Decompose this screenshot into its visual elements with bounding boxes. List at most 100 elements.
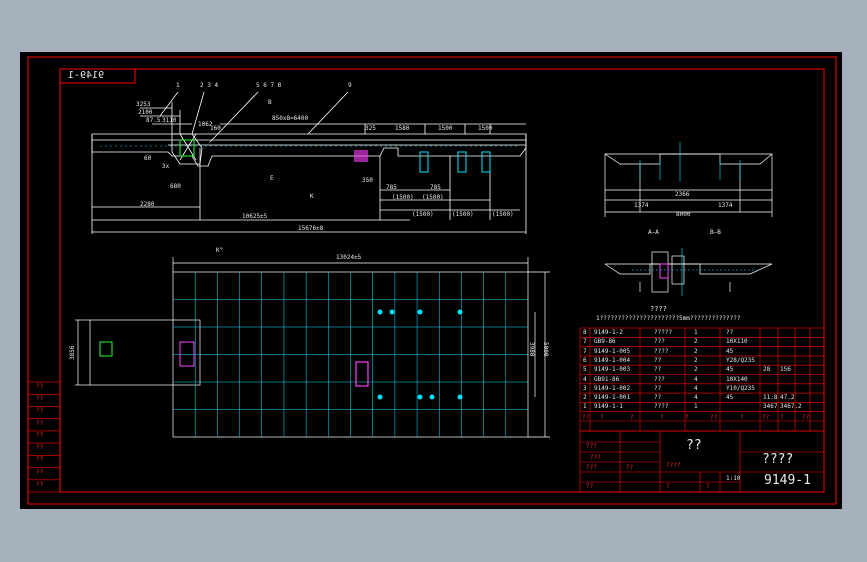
dim-1580: 1580 [395, 125, 410, 132]
bom-cell-material: 45 [726, 347, 734, 355]
title-block-cell: ?? [626, 464, 634, 471]
dim-350: 350 [362, 177, 373, 184]
dim-1500-p: (1500) [392, 194, 414, 201]
dim-160: 160 [210, 125, 221, 132]
plan-label: K° [216, 247, 224, 254]
title-block-cell: ?? [586, 483, 594, 490]
plan-dim-top: 13024±5 [336, 254, 362, 261]
bom-header-cell: ? [660, 413, 664, 421]
bom-header-cell: ? [780, 413, 784, 421]
title-block-cell: ??? [586, 464, 597, 471]
part-label-9: 9 [348, 82, 352, 89]
bom-cell-material: 45 [726, 394, 734, 402]
bom-cell-material: 45 [726, 366, 734, 374]
title-cell: ?? [686, 438, 702, 453]
stamp-cell: ?? [36, 395, 44, 403]
end-dim-2366: 2366 [675, 191, 690, 198]
plan-fastener [377, 309, 383, 315]
drawing-canvas [27, 56, 837, 505]
dim-10625: 10625±5 [242, 213, 268, 220]
bom-cell-material: 10X140 [726, 375, 748, 383]
part-label-5-8: 5 6 7 8 [256, 82, 282, 89]
plan-view [75, 257, 550, 438]
title-block-cell: ???? [666, 462, 681, 469]
bom-cell-qty: 4 [694, 375, 698, 383]
end-view [604, 153, 773, 217]
bom-cell-code: 9149-1-003 [594, 366, 631, 374]
plan-dim-right-b: 5000 [542, 342, 549, 357]
inner-frame [59, 68, 825, 493]
bom-cell-no: 1 [583, 403, 587, 411]
bom-cell-name: ?? [654, 384, 662, 392]
stamp-cell: ?? [36, 444, 44, 452]
stamp-cell: ?? [36, 407, 44, 415]
plan-dim-left: 3856 [69, 345, 76, 360]
dim-325: 325 [365, 125, 376, 132]
bom-cell-name: ??? [654, 375, 665, 383]
notes-heading: ???? [650, 305, 667, 313]
plan-fastener [417, 309, 423, 315]
bom-cell-name: ??? [654, 338, 665, 346]
bom-cell-qty: 2 [694, 338, 698, 346]
plan-grid [173, 272, 528, 437]
dim-1062: 1062 [198, 121, 213, 128]
cad-drawing-viewport[interactable]: 9149-1 1 2 3 4 5 6 7 8 9 3253 2100 87.5 … [20, 52, 842, 509]
plan-fastener [377, 394, 383, 400]
dim-785-b: 785 [430, 184, 441, 191]
stamp-cell: ?? [36, 419, 44, 427]
bom-cell-qty: 1 [694, 329, 698, 336]
marker-k: K [310, 193, 314, 200]
bom-cell-w1: 28 [763, 366, 771, 374]
bom-cell-no: 6 [583, 356, 587, 364]
drawing-number-rotated: 9149-1 [68, 70, 105, 81]
rotated-number-box [59, 68, 136, 84]
bom-cell-name: ???? [654, 347, 669, 355]
bom-cell-qty: 2 [694, 347, 698, 355]
bom-cell-code: 9149-1-001 [594, 394, 631, 402]
dim-850x8: 850x8=6400 [272, 115, 309, 122]
bom-cell-material: Y28/Q235 [726, 356, 755, 364]
title-block [579, 430, 825, 493]
dim-1500-b: 1500 [478, 125, 493, 132]
part-label-2-4: 2 3 4 [200, 82, 219, 89]
end-dim-1374-a: 1374 [634, 202, 649, 209]
outer-frame [27, 56, 837, 505]
stamp-cell: ?? [36, 456, 44, 464]
end-dim-8000: 8000 [676, 211, 691, 218]
bom-header-cell: ? [600, 413, 604, 421]
bom-header-cell: ? [740, 413, 744, 421]
stamp-cell: ?? [36, 468, 44, 476]
title-block-cell: ? [706, 483, 710, 490]
dim-2280: 2280 [140, 201, 155, 208]
bom-cell-name: ????? [654, 329, 673, 336]
dim-2100: 2100 [138, 109, 153, 116]
bom-cell-no: 5 [583, 366, 587, 374]
bom-cell-qty: 2 [694, 366, 698, 374]
dim-1500-a: 1500 [438, 125, 453, 132]
bom-cell-qty: 2 [694, 356, 698, 364]
bom-cell-name: ???? [654, 403, 669, 411]
bom-cell-code: 9149-1-005 [594, 347, 631, 355]
bom-cell-code: GB91-86 [594, 375, 620, 383]
scale-value: 1:10 [726, 475, 741, 482]
bom-cell-material: 10X110 [726, 338, 748, 346]
left-stamp [27, 381, 61, 493]
end-dim-1374-b: 1374 [718, 202, 733, 209]
bom-cell-no: 7 [583, 338, 587, 346]
elevation-view [91, 91, 527, 234]
section-view [604, 251, 773, 293]
marker-e: E [270, 175, 274, 182]
bom-cell-name: ?? [654, 366, 662, 374]
dim-680: 680 [170, 183, 181, 190]
bom-cell-w1: 3467 [763, 403, 778, 411]
dim-785-a: 785 [386, 184, 397, 191]
bom-cell-no: 4 [583, 375, 587, 383]
plan-fastener [429, 394, 435, 400]
bom-cell-qty: 4 [694, 394, 698, 402]
bom-cell-code: 9149-1-002 [594, 384, 631, 392]
bom-cell-no: 3 [583, 384, 587, 392]
bom-cell-code: 9149-1-004 [594, 356, 631, 364]
title-block-cell: ??? [586, 443, 597, 450]
dim-15676: 15676±8 [298, 225, 324, 232]
drawing-number: 9149-1 [764, 473, 811, 488]
